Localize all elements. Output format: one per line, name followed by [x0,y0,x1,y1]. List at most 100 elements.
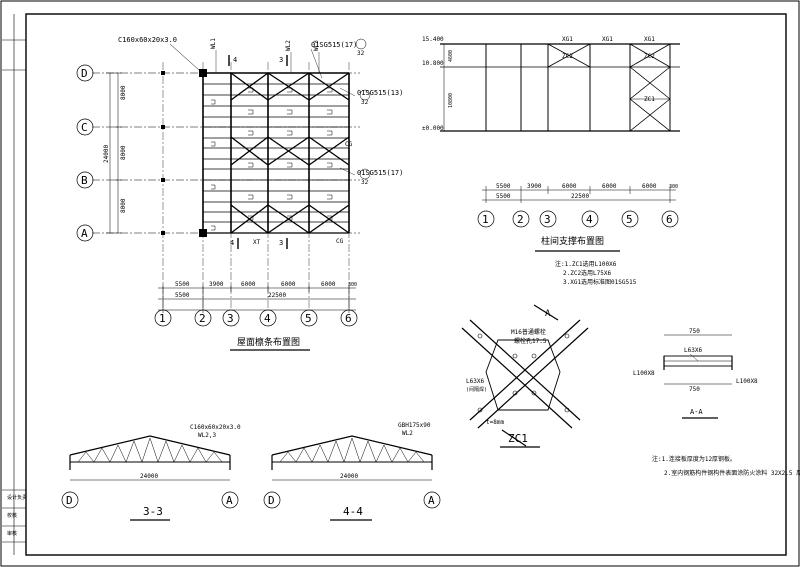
section-3-3: C160x60x20x3.0 WL2,3 24000 D A 3-3 [61,424,241,521]
plan-purlin-label: C160x60x20x3.0 [118,36,177,44]
plan-col-total: 22500 [268,292,286,299]
plan-col-dim-6: 300 [348,282,357,288]
sec33-title: 3-3 [143,505,163,518]
plan-axis-C: C [81,121,88,134]
elev-zc2-a: ZC2 [562,53,573,60]
plan-row-total: 24000 [103,145,110,163]
zc1-cut-mark: A [545,309,551,319]
elev-level-dim-1: 4600 [448,50,454,62]
elev-title: 柱间支撑布置图 [541,235,604,247]
zc1-angle-sub: (间隔焊) [466,386,487,393]
roof-bracing [230,72,350,234]
elev-xg1-b: XG1 [602,36,613,43]
plan-row-dim-3: 8000 [120,198,127,213]
plan-section-mark-4-top: 4 [233,56,237,64]
elev-axis-3: 3 [544,213,551,226]
notes1-line-1: 注:1.ZC1选用L100X6 [555,260,617,268]
elev-xg1-a: XG1 [562,36,573,43]
elev-axis-6: 6 [666,213,673,226]
sec33-left-axis: D [66,494,73,507]
elev-col-dim-5: 6000 [642,183,657,190]
plan-ref-1-sub: 32 [357,50,365,57]
sec44-label: GBH175x90 [398,422,431,429]
notes2-line-1: 注:1.连接板厚度为12厚钢板。 [652,455,736,463]
titleblock-cell-1: 设计负责 [7,494,27,501]
elev-axis-4: 4 [586,213,593,226]
plan-row-dim-1: 8000 [120,85,127,100]
notes-2: 注:1.连接板厚度为12厚钢板。 2.室内钢筋构件钢构件表面涂防火涂料 32X2… [652,455,800,477]
sec33-label: C160x60x20x3.0 [190,424,241,431]
notes2-line-2: 2.室内钢筋构件钢构件表面涂防火涂料 32X2.5 厚钢管。 [664,469,800,477]
plan-ref-2: 01SG515(13) [357,89,403,97]
elev-col-dim-1: 5500 [496,183,511,190]
sec33-span: 24000 [140,473,158,480]
elev-col-dim-2: 3900 [527,183,542,190]
plan-columns [161,69,207,237]
aa-top-dim: 750 [689,328,700,335]
elev-col-dim-3: 6000 [562,183,577,190]
purlin-lines [203,83,349,223]
elev-zc1: ZC1 [644,96,655,103]
plan-ref-3-sub: 32 [361,179,369,186]
aa-angle-label: L63X6 [684,347,702,354]
plan-wl1: WL1 [210,38,217,49]
zc1-detail: A M16普通螺栓 螺栓孔17.5 L63X6 (间隔焊) t=8mm ZC1 [461,304,589,448]
bracing-elevation: XG1 XG1 XG1 ZC2 ZC2 ZC1 15.400 10.800 ±0… [422,36,680,252]
aa-bottom-dim: 750 [689,386,700,393]
elev-axis-1: 1 [482,213,489,226]
notes1-line-3: 3.XG1选用标准图01SG515 [563,278,637,286]
sec44-right-axis: A [428,494,435,507]
titleblock-cell-3: 审核 [7,530,17,537]
notes1-line-2: 2.ZC2选用L75X6 [563,269,612,277]
zc1-angle-label: L63X6 [466,378,484,385]
aa-section: 750 L63X6 L100X8 L100X8 750 A-A [633,328,758,419]
plan-col-dim-1: 5500 [175,281,190,288]
plan-ref-3: 01SG515(17) [357,169,403,177]
plan-axis-A: A [81,227,88,240]
sec33-right-axis: A [226,494,233,507]
sec44-span: 24000 [340,473,358,480]
zc1-bolt-label: M16普通螺栓 [511,328,546,336]
plan-col-dim-5: 6000 [321,281,336,288]
zc1-plate-label: t=8mm [486,419,504,426]
plan-section-mark-3-bottom: 3 [279,239,283,247]
aa-left-label: L100X8 [633,370,655,377]
elev-axis-5: 5 [626,213,633,226]
plan-bottom-dims: 5500 3900 6000 6000 6000 300 5500 22500 [158,281,357,313]
plan-title: 屋面檩条布置图 [237,336,300,348]
sec33-wl: WL2,3 [198,432,216,439]
elev-zc2-b: ZC2 [644,53,655,60]
plan-row-dim-2: 8000 [120,145,127,160]
plan-ref-1: 01SG515(17) [311,41,357,49]
sec44-title: 4-4 [343,505,363,518]
plan-col-sub: 5500 [175,292,190,299]
plan-wl2: WL2 [285,40,292,51]
plan-section-mark-3-top: 3 [279,56,283,64]
section-4-4: GBH175x90 WL2 24000 D A 4-4 [263,422,441,521]
elev-axis-2: 2 [517,213,524,226]
plan-cg-2: CG [336,238,344,245]
plan-wl3: WL3 [313,40,320,51]
plan-col-dim-2: 3900 [209,281,224,288]
plan-xt-label: XT [253,239,261,246]
elev-col-sub: 5500 [496,193,511,200]
plan-axis-2: 2 [199,312,206,325]
plan-col-dim-3: 6000 [241,281,256,288]
plan-axis-5: 5 [305,312,312,325]
aa-right-label: L100X8 [736,378,758,385]
elev-col-total: 22500 [571,193,589,200]
plan-row-axes: D C B A [76,64,94,242]
aa-title: A-A [690,408,703,416]
roof-purlin-plan: C160x60x20x3.0 WL1 WL2 WL3 4 3 4 3 XT 01… [76,36,403,351]
elev-col-dim-4: 6000 [602,183,617,190]
elev-xg1-c: XG1 [644,36,655,43]
plan-axis-6: 6 [345,312,352,325]
sec44-left-axis: D [268,494,275,507]
zc1-title: ZC1 [508,432,528,445]
plan-axis-D: D [81,67,88,80]
elev-col-dim-6: 300 [669,184,678,190]
elev-level-dim-2: 10800 [448,93,454,108]
plan-axis-1: 1 [159,312,166,325]
